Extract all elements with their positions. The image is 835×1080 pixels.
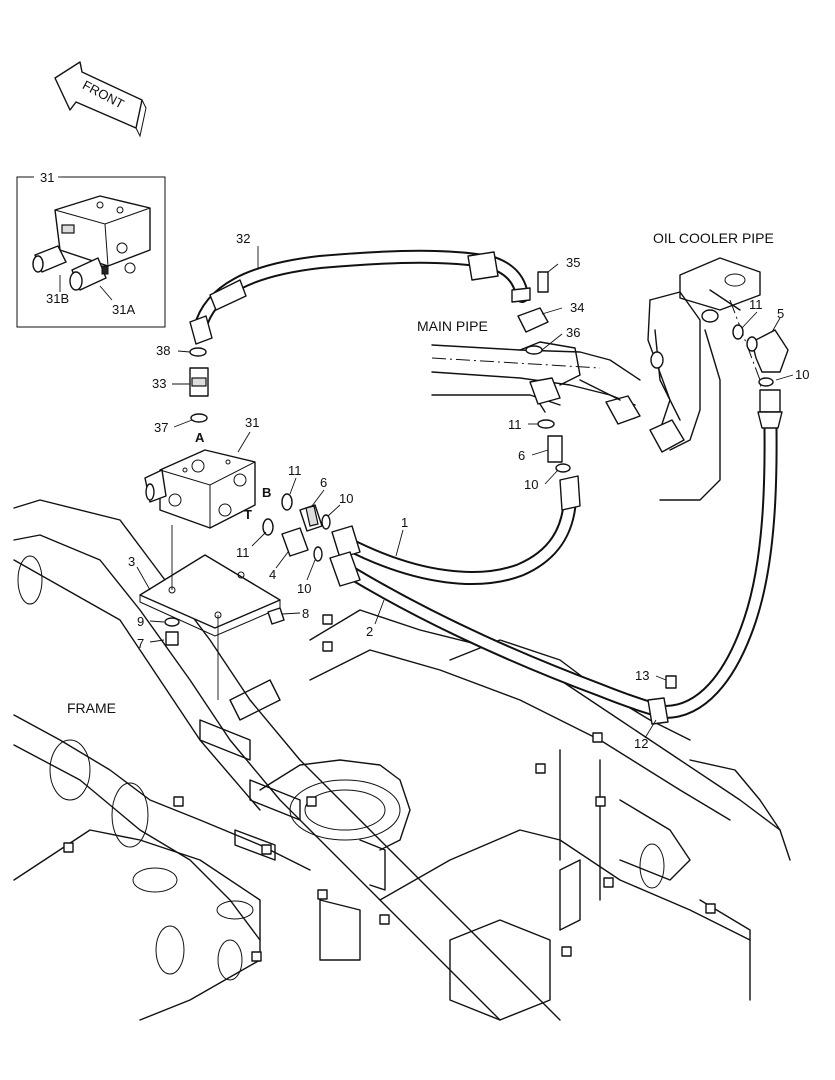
hoses-1-2	[329, 475, 672, 719]
callout-2: 2	[366, 624, 373, 639]
callout-10-d: 10	[795, 367, 809, 382]
port-label-t: T	[244, 507, 252, 522]
port-label-a: A	[195, 430, 205, 445]
callout-1: 1	[401, 515, 408, 530]
label-oil-cooler-pipe: OIL COOLER PIPE	[653, 230, 774, 246]
callout-11-b: 11	[236, 545, 250, 560]
port-label-b: B	[262, 485, 271, 500]
callout-5: 5	[777, 306, 784, 321]
hose-12	[647, 389, 783, 725]
callout-11-c: 11	[508, 417, 522, 432]
elbow-5	[746, 329, 789, 373]
hose-32	[189, 249, 531, 345]
callout-7: 7	[137, 636, 144, 651]
callout-33: 33	[152, 376, 166, 391]
callout-8: 8	[302, 606, 309, 621]
callout-35: 35	[566, 255, 580, 270]
callout-10-b: 10	[297, 581, 311, 596]
label-frame: FRAME	[67, 700, 116, 716]
callout-36: 36	[566, 325, 580, 340]
callout-3: 3	[128, 554, 135, 569]
callout-9: 9	[137, 614, 144, 629]
callout-6-b: 6	[518, 448, 525, 463]
main-pipe-drawing	[431, 341, 641, 425]
inset-title: 31	[40, 170, 54, 185]
callout-11-d: 11	[749, 297, 763, 312]
callout-37: 37	[154, 420, 168, 435]
callout-10-a: 10	[339, 491, 353, 506]
valve-block-31	[144, 449, 256, 529]
callout-32: 32	[236, 231, 250, 246]
inset-callout-31a: 31A	[112, 302, 135, 317]
callout-34: 34	[570, 300, 584, 315]
oil-cooler-pipe-drawing	[647, 257, 771, 501]
callout-10-c: 10	[524, 477, 538, 492]
callout-4: 4	[269, 567, 276, 582]
callout-38: 38	[156, 343, 170, 358]
inset-callout-31b: 31B	[46, 291, 69, 306]
label-main-pipe: MAIN PIPE	[417, 318, 488, 334]
callout-11-a: 11	[288, 463, 302, 478]
frame-drawing	[13, 499, 791, 1021]
callout-6-a: 6	[320, 475, 327, 490]
callout-31: 31	[245, 415, 259, 430]
frame-bolts	[63, 614, 716, 962]
fittings	[164, 271, 774, 689]
front-arrow: FRONT	[54, 61, 147, 138]
callout-13: 13	[635, 668, 649, 683]
bracket-plate-3	[139, 525, 281, 700]
inset-valve-drawing	[32, 195, 151, 291]
callout-12: 12	[634, 736, 648, 751]
leader-lines	[136, 246, 794, 739]
inset-box: 31 31B 31A	[16, 170, 166, 328]
